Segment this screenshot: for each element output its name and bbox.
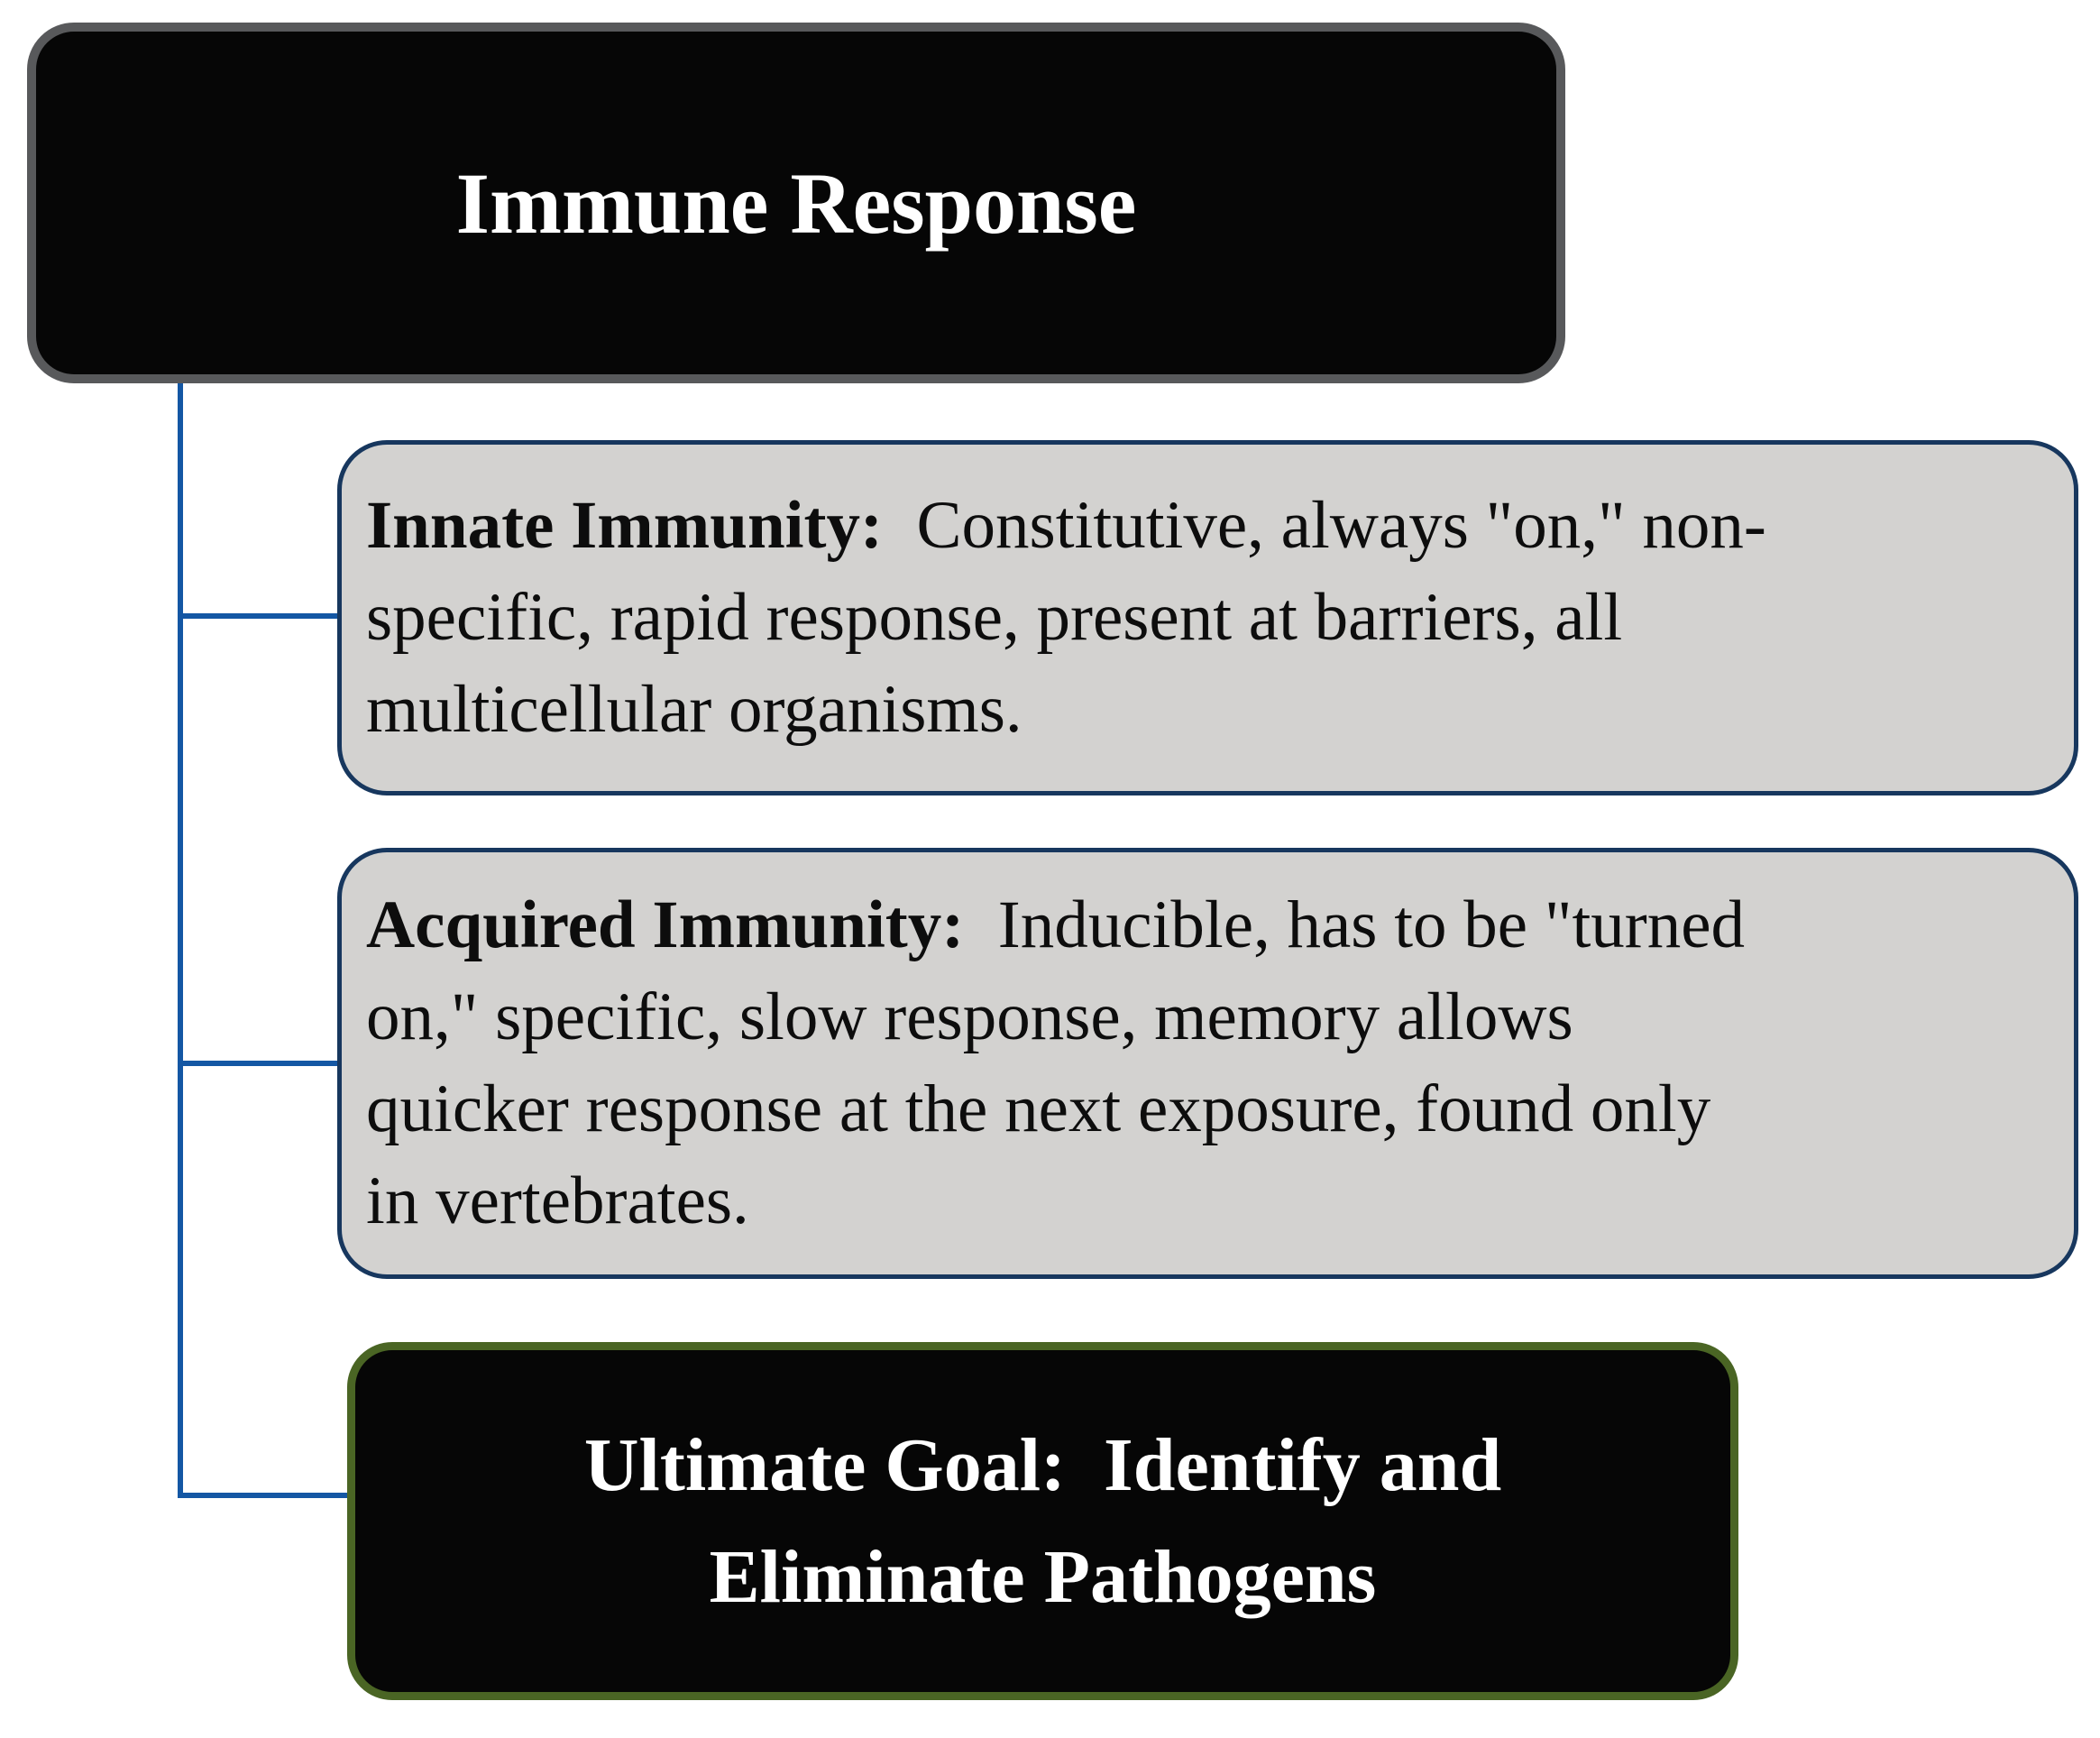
text-segment: Inducible, has to be "turned xyxy=(964,887,1746,962)
innate-immunity-box: Innate Immunity: Constitutive, always "o… xyxy=(337,440,2078,795)
text-line: on," specific, slow response, memory all… xyxy=(366,979,1573,1054)
innate-immunity-label: Innate Immunity: xyxy=(366,488,883,563)
ultimate-goal-box: Ultimate Goal: Identify and Eliminate Pa… xyxy=(347,1342,1738,1700)
text-line: specific, rapid response, present at bar… xyxy=(366,580,1623,655)
text-line: in vertebrates. xyxy=(366,1163,749,1238)
text-line: multicellular organisms. xyxy=(366,672,1022,747)
innate-immunity-text: Innate Immunity: Constitutive, always "o… xyxy=(342,480,1766,756)
connector-branch-goal xyxy=(178,1493,352,1498)
acquired-immunity-label: Acquired Immunity: xyxy=(366,887,965,962)
root-box-title: Immune Response xyxy=(455,154,1137,252)
text-line: quicker response at the next exposure, f… xyxy=(366,1071,1711,1146)
immune-response-root-box: Immune Response xyxy=(27,23,1565,383)
text-line: Acquired Immunity: Inducible, has to be … xyxy=(366,879,1745,971)
connector-branch-innate xyxy=(178,613,342,619)
acquired-immunity-box: Acquired Immunity: Inducible, has to be … xyxy=(337,848,2078,1279)
text-line: Innate Immunity: Constitutive, always "o… xyxy=(366,480,1766,572)
goal-text-line: Eliminate Pathogens xyxy=(709,1534,1377,1619)
text-segment: Constitutive, always "on," non- xyxy=(882,488,1766,563)
acquired-immunity-text: Acquired Immunity: Inducible, has to be … xyxy=(342,879,1745,1247)
connector-branch-acquired xyxy=(178,1061,342,1066)
connector-trunk-line xyxy=(178,382,183,1498)
goal-text-line: Ultimate Goal: Identify and xyxy=(583,1422,1502,1507)
